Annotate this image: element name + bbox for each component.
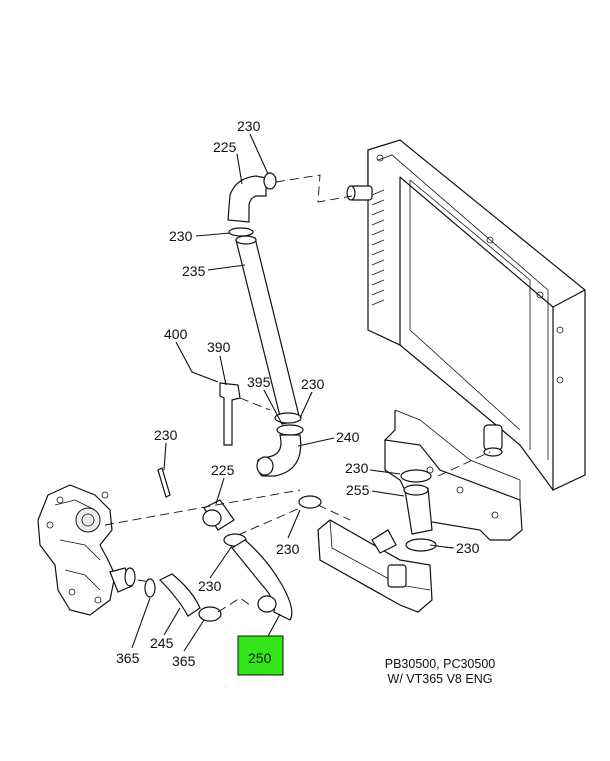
caption-engine-line: W/ VT365 V8 ENG (387, 672, 493, 686)
hose-245 (158, 573, 201, 617)
water-pump (37, 467, 171, 616)
callout-235: 235 (182, 263, 206, 279)
clamp-395 (276, 424, 304, 436)
hose-tube-235 (235, 237, 301, 425)
surge-tank (317, 519, 433, 613)
clamp-230-top (263, 172, 277, 190)
callout-230-mid: 230 (301, 376, 325, 392)
callout-230-top: 230 (237, 118, 261, 134)
clamp-230-tank-top (400, 469, 432, 483)
callout-395: 395 (247, 374, 271, 390)
callout-230-tank-bottom: 230 (456, 540, 480, 556)
callout-labels: 230 225 230 235 400 390 395 230 240 230 … (116, 118, 480, 669)
callout-390: 390 (207, 339, 231, 355)
callout-245: 245 (150, 635, 174, 651)
callout-240: 240 (336, 429, 360, 445)
bracket-390 (219, 382, 241, 446)
callout-365-right: 365 (172, 653, 196, 669)
radiator-assembly (346, 139, 586, 491)
hose-elbow-225-top (227, 175, 267, 223)
callout-225-top: 225 (213, 139, 237, 155)
callout-230-tank-top: 230 (345, 460, 369, 476)
callout-250: 250 (248, 650, 272, 666)
callout-230-lower: 230 (276, 541, 300, 557)
callout-230-left: 230 (154, 427, 178, 443)
connection-lines (104, 174, 491, 613)
diagram-caption: PB30500, PC30500 W/ VT365 V8 ENG (360, 657, 520, 687)
clamp-365-right (198, 606, 222, 622)
callout-230-upper: 230 (169, 228, 193, 244)
hose-250 (231, 539, 293, 621)
highlight-box-250 (237, 635, 284, 676)
callout-225-mid: 225 (211, 462, 235, 478)
leader-lines (131, 133, 455, 652)
clamp-230-upper (228, 227, 254, 237)
clamp-230-lower (298, 495, 322, 509)
callout-255: 255 (346, 482, 370, 498)
clamp-365-left (144, 578, 156, 598)
caption-model-line: PB30500, PC30500 (384, 657, 496, 671)
callout-230-bottom: 230 (198, 578, 222, 594)
callout-400: 400 (164, 326, 188, 342)
clamp-230-mid (274, 412, 302, 424)
callout-365-left: 365 (116, 650, 140, 666)
clamp-230-tank-bottom (405, 538, 437, 552)
